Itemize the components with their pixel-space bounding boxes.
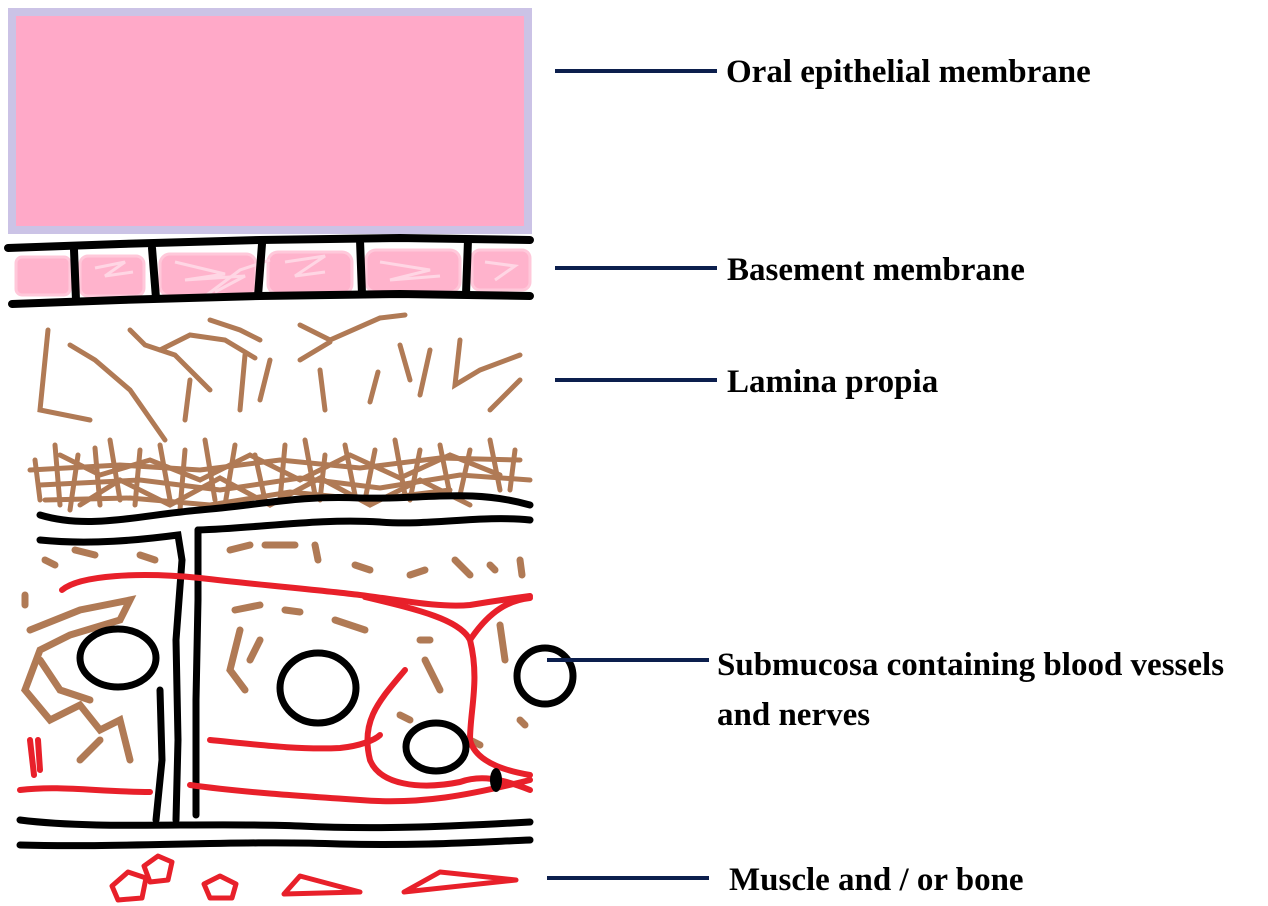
vessel-circle	[280, 653, 356, 723]
vessel-circle	[80, 629, 156, 687]
dark-dot	[490, 768, 502, 792]
basement-membrane-label: Basement membrane	[727, 245, 1025, 295]
oral-epithelial-leader-line	[555, 69, 717, 73]
submucosa-label: Submucosa containing blood vessels and n…	[717, 640, 1267, 740]
muscle-bone-label: Muscle and / or bone	[729, 855, 1024, 905]
lamina-propia-label: Lamina propia	[727, 357, 938, 407]
basement-membrane	[8, 238, 530, 304]
vessel-circle	[517, 648, 573, 704]
vessel-circle	[406, 723, 466, 771]
basement-cells	[16, 250, 530, 296]
oral-epithelium-block	[12, 12, 528, 230]
muscle-bone-shapes	[112, 856, 516, 900]
lamina-propia-leader-line	[555, 378, 717, 382]
oral-epithelial-label: Oral epithelial membrane	[726, 47, 1091, 97]
basement-membrane-leader-line	[555, 266, 717, 270]
submucosa-leader-line	[547, 658, 709, 662]
muscle-bone-leader-line	[547, 876, 709, 880]
lamina-propria-fibers	[30, 315, 530, 510]
